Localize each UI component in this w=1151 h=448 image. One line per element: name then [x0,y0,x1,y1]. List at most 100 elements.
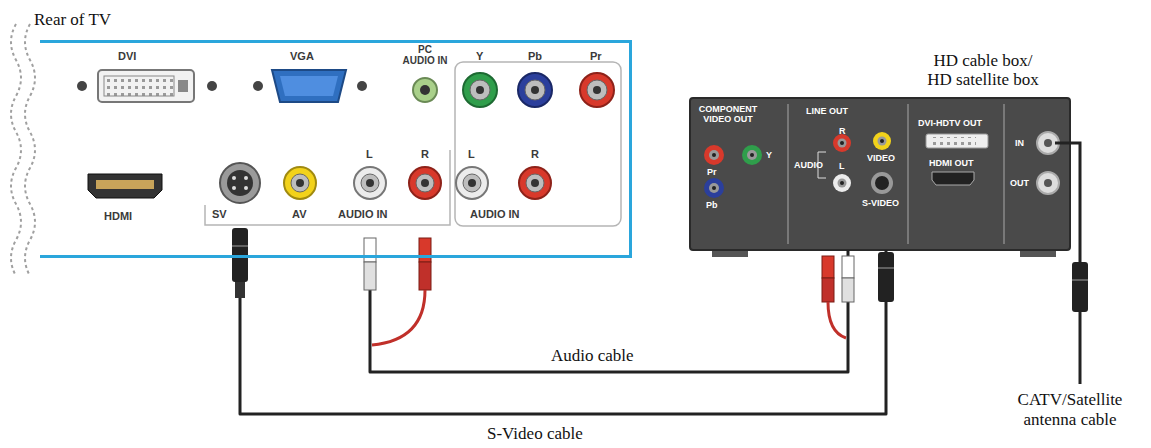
box-jack [833,134,851,152]
component-jack [580,73,614,107]
antenna-cable [1055,143,1088,384]
box-jack [712,153,716,157]
port-label: IN [1015,138,1024,148]
box-jack [833,174,851,192]
group-outline [205,62,621,226]
port-label: S-VIDEO [862,198,899,208]
rca-jack [354,167,386,199]
box-jack [873,132,891,150]
port-label: R [839,126,846,136]
group-outline [205,150,450,225]
rca-jack [421,179,429,187]
component-jack [463,73,497,107]
port-label: HDMI OUT [929,158,974,168]
rca-jack [468,179,476,187]
torn-edge [25,24,35,276]
audio-plug [419,238,431,262]
box-jack [709,183,719,193]
port-label: R [531,148,539,160]
s-video-jack [227,170,253,196]
port-label: L [468,148,475,160]
box-jack [838,179,847,188]
box-jack [704,145,724,165]
s-video-plug [235,282,245,298]
box-jack [875,176,889,190]
torn-edge [11,24,35,276]
hdmi-port [88,174,162,198]
box-jack [747,150,757,160]
box-jack [878,137,887,146]
port-label: VIDEO [867,153,895,163]
port-label: Pr [707,167,717,177]
s-video-jack [220,163,260,203]
port-label: HDMI [104,210,132,222]
audio-plug [364,238,854,345]
box-digital-port [930,137,976,145]
component-jack [518,73,552,107]
rca-jack [284,167,316,199]
audio-plug [828,302,846,338]
vga-port [253,70,367,102]
audio-plug [419,262,431,290]
vga-port [280,76,338,96]
box-jack [838,139,847,148]
antenna-cable [1079,312,1082,384]
box-jack [750,153,754,157]
coax-connector [1044,179,1052,187]
port-label: AUDIO [794,160,823,170]
cable-box-body [787,104,789,244]
box-jack [712,186,716,190]
torn-edge [11,24,21,276]
tv-rear-panel: Rear of TV [40,40,632,258]
coax-connector [1037,132,1059,194]
port-label: Pb [528,50,542,62]
port-label: L [839,161,845,171]
cable-label: CATV/Satellite antenna cable [995,390,1145,429]
rca-jack [296,179,304,187]
box-jack [709,150,719,160]
cable-box-body [788,104,1004,244]
port-label: SV [212,208,227,220]
dvi-port [104,76,174,96]
cable-box-body [1003,104,1005,244]
audio-plug [842,256,854,278]
audio-plug [822,278,834,302]
group-outline [455,62,621,226]
port-label: Pb [706,200,718,210]
box-jack [871,172,893,194]
port-label: R [421,148,429,160]
port-label: Y [476,50,483,62]
component-jack [525,80,545,100]
node-heading: HD cable box/ HD satellite box [924,52,1042,89]
rca-jack [284,167,551,199]
rca-jack [366,179,374,187]
box-jack [704,178,724,198]
cable [370,250,848,372]
box-jack [840,141,844,145]
dvi-port [178,80,188,92]
s-video-plug [232,245,248,247]
port-label: DVI [118,50,136,62]
audio-plug [364,262,376,290]
cable-box-body [690,98,1070,250]
component-jack [531,86,539,94]
cable [240,250,886,414]
rca-jack [463,174,481,192]
hdmi-port [88,174,162,198]
audio-plug [372,290,425,345]
component-jack [476,86,484,94]
port-label: OUT [1010,178,1029,188]
rca-jack [531,179,539,187]
vga-port [253,81,263,91]
port-label: LINE OUT [806,106,848,116]
coax-connector [1044,139,1052,147]
cable-box-body [690,98,1070,257]
coax-connector [1037,172,1059,194]
cable-label: Audio cable [548,346,637,366]
box-digital-port [926,134,988,185]
component-jack [470,80,490,100]
antenna-cable [1055,143,1080,264]
port-label: AUDIO IN [338,208,388,220]
box-jack [840,181,844,185]
